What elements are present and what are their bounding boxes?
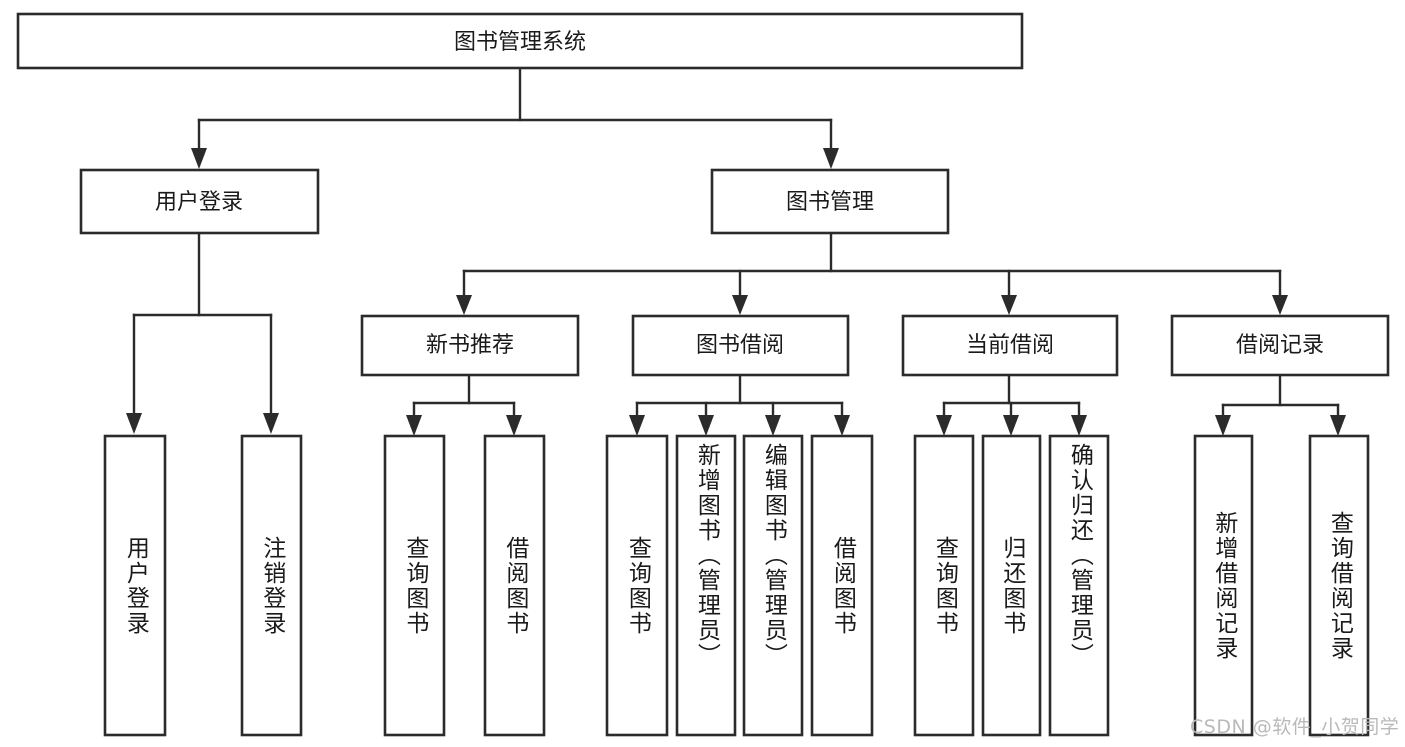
node-borrow-record-box[interactable]	[1170, 314, 1390, 377]
arrow-head-br-leaf1	[1215, 415, 1231, 436]
arrow-head-current-borrow	[1001, 295, 1017, 315]
node-borrow-record-label: 借阅记录	[1236, 333, 1324, 358]
leaf-box-cb-confirm[interactable]	[1048, 434, 1110, 737]
connector-group-current-borrow	[936, 374, 1087, 436]
arrow-head-nb-leaf1	[406, 415, 422, 436]
connector-group-user-login	[126, 231, 279, 434]
leaf-box-nb-query[interactable]	[383, 434, 446, 737]
node-current-borrow-label: 当前借阅	[966, 333, 1054, 358]
arrow-head-bb-leaf3	[765, 415, 781, 436]
csdn-watermark: CSDN @软件_小贺同学	[1190, 716, 1400, 738]
node-new-book-label: 新书推荐	[426, 333, 514, 358]
arrow-head-cb-leaf3	[1071, 415, 1087, 436]
node-book-borrow-label: 图书借阅	[696, 333, 784, 358]
connector-group-new-book	[406, 374, 522, 436]
leaf-box-logout[interactable]	[240, 434, 303, 737]
node-user-login-box[interactable]	[79, 168, 320, 235]
arrow-head-borrow-record	[1272, 295, 1288, 315]
arrow-head-book-mgmt	[823, 148, 839, 169]
node-book-borrow-box[interactable]	[631, 314, 850, 377]
connector-group-book-borrow	[629, 374, 850, 436]
leaf-box-br-query[interactable]	[1308, 434, 1370, 737]
arrow-head-cb-leaf2	[1003, 415, 1019, 436]
leaf-box-br-add[interactable]	[1193, 434, 1254, 737]
leaf-box-nb-borrow[interactable]	[483, 434, 546, 737]
node-book-mgmt-box[interactable]	[710, 168, 950, 235]
arrow-head-br-leaf2	[1330, 415, 1346, 436]
node-current-borrow-box[interactable]	[901, 314, 1119, 377]
leaf-box-bb-edit[interactable]	[742, 434, 804, 737]
arrow-head-leaf-logout	[263, 413, 279, 434]
leaf-box-user-login[interactable]	[103, 434, 167, 737]
connector-group-book-mgmt	[456, 231, 1288, 315]
arrow-head-nb-leaf2	[506, 415, 522, 436]
leaf-box-bb-borrow[interactable]	[810, 434, 874, 737]
arrow-head-cb-leaf1	[936, 415, 952, 436]
node-user-login-label: 用户登录	[155, 190, 243, 215]
connector-group-borrow-record	[1215, 374, 1346, 436]
arrow-head-user-login	[191, 148, 207, 169]
leaf-box-cb-query[interactable]	[913, 434, 975, 737]
leaf-box-bb-add[interactable]	[675, 434, 737, 737]
node-book-mgmt-label: 图书管理	[786, 190, 874, 215]
arrow-head-bb-leaf4	[834, 415, 850, 436]
arrow-head-book-borrow	[732, 295, 748, 315]
node-root-box[interactable]	[16, 12, 1024, 70]
arrow-head-new-book	[456, 295, 472, 315]
node-new-book-box[interactable]	[360, 314, 580, 377]
arrow-head-bb-leaf1	[629, 415, 645, 436]
leaf-box-bb-query[interactable]	[605, 434, 669, 737]
arrow-head-bb-leaf2	[698, 415, 714, 436]
node-root-label: 图书管理系统	[454, 30, 586, 55]
connector-group-root	[191, 66, 839, 169]
leaf-box-cb-return[interactable]	[981, 434, 1042, 737]
arrow-head-leaf-user-login	[126, 413, 142, 434]
